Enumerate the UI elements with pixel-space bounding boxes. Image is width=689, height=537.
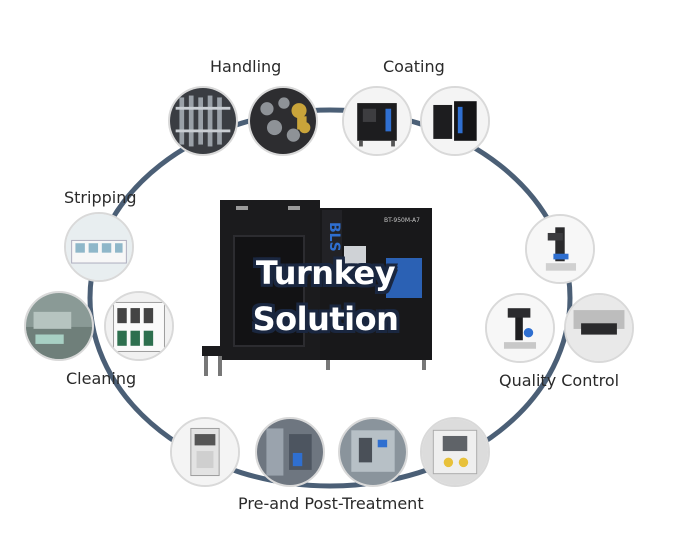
machine-brand-text: BLS xyxy=(326,222,342,252)
coating-image-2 xyxy=(420,86,490,156)
quality-control-label: Quality Control xyxy=(499,371,620,390)
quality-control-image-3 xyxy=(564,293,634,363)
handling-image-2 xyxy=(248,86,318,156)
handling-image-1 xyxy=(168,86,238,156)
coating-label: Coating xyxy=(383,57,445,76)
coating-image-1 xyxy=(342,86,412,156)
quality-control-image-2 xyxy=(485,293,555,363)
stripping-image xyxy=(64,212,134,282)
treatment-image-2 xyxy=(255,417,325,487)
cleaning-image-1 xyxy=(24,291,94,361)
treatment-image-3 xyxy=(338,417,408,487)
turnkey-solution-title: Turnkey Solution xyxy=(252,254,399,338)
stripping-label: Stripping xyxy=(64,188,137,207)
treatment-image-1 xyxy=(170,417,240,487)
cleaning-image-2 xyxy=(104,291,174,361)
handling-label: Handling xyxy=(210,57,282,76)
treatment-image-4 xyxy=(420,417,490,487)
coating-machine-image: BT-950M-A7 BLS xyxy=(202,200,432,376)
cleaning-label: Cleaning xyxy=(66,369,137,388)
machine-model-text: BT-950M-A7 xyxy=(384,217,420,224)
treatment-label: Pre-and Post-Treatment xyxy=(238,494,424,513)
quality-control-image-1 xyxy=(525,214,595,284)
